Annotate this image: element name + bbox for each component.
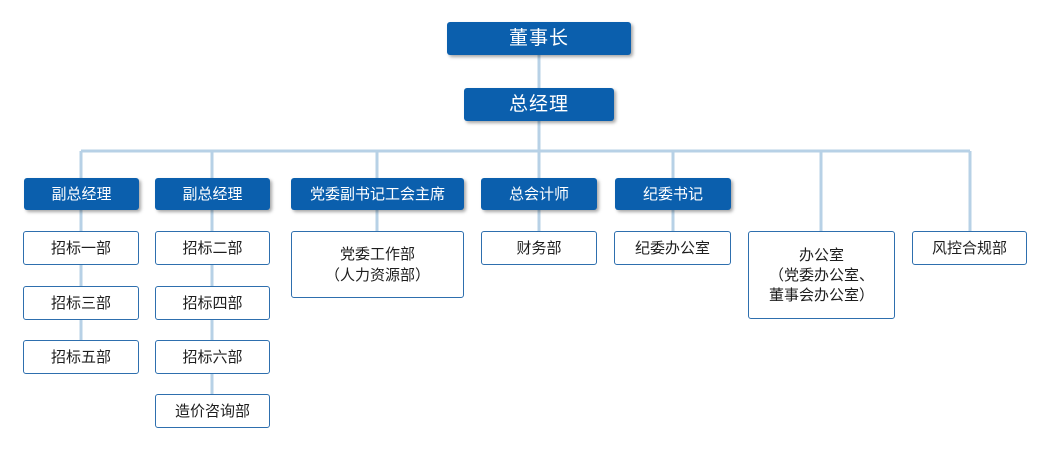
dept-bidding-1[interactable]: 招标一部 bbox=[23, 231, 139, 265]
dept-general-office-label: 办公室 （党委办公室、 董事会办公室） bbox=[768, 245, 874, 305]
general-manager-box[interactable]: 总经理 bbox=[464, 88, 614, 121]
dept-cost-consulting[interactable]: 造价咨询部 bbox=[155, 394, 270, 428]
party-deputy-secretary-label: 党委副书记工会主席 bbox=[309, 184, 445, 203]
general-manager-label: 总经理 bbox=[508, 92, 569, 115]
party-deputy-secretary-box[interactable]: 党委副书记工会主席 bbox=[291, 178, 464, 210]
discipline-secretary-box[interactable]: 纪委书记 bbox=[615, 178, 731, 210]
dept-bidding-6[interactable]: 招标六部 bbox=[155, 340, 270, 374]
dept-bidding-2-label: 招标二部 bbox=[182, 238, 243, 257]
dept-bidding-4-label: 招标四部 bbox=[182, 293, 243, 312]
deputy-gm-2-box[interactable]: 副总经理 bbox=[155, 178, 270, 210]
chief-accountant-label: 总会计师 bbox=[508, 184, 569, 203]
chairman-label: 董事长 bbox=[508, 26, 569, 49]
dept-general-office[interactable]: 办公室 （党委办公室、 董事会办公室） bbox=[748, 231, 895, 319]
chairman-box[interactable]: 董事长 bbox=[447, 22, 631, 55]
dept-risk-compliance-label: 风控合规部 bbox=[931, 238, 1007, 257]
dept-bidding-3[interactable]: 招标三部 bbox=[23, 286, 139, 320]
dept-finance[interactable]: 财务部 bbox=[481, 231, 597, 265]
deputy-gm-2-label: 副总经理 bbox=[182, 184, 243, 203]
dept-discipline-office-label: 纪委办公室 bbox=[634, 238, 710, 257]
dept-party-work[interactable]: 党委工作部 （人力资源部） bbox=[291, 231, 464, 298]
deputy-gm-1-box[interactable]: 副总经理 bbox=[24, 178, 139, 210]
dept-bidding-2[interactable]: 招标二部 bbox=[155, 231, 270, 265]
dept-party-work-label: 党委工作部 （人力资源部） bbox=[324, 245, 430, 284]
dept-cost-consulting-label: 造价咨询部 bbox=[174, 401, 250, 420]
dept-bidding-1-label: 招标一部 bbox=[50, 238, 111, 257]
dept-risk-compliance[interactable]: 风控合规部 bbox=[912, 231, 1027, 265]
dept-bidding-3-label: 招标三部 bbox=[50, 293, 111, 312]
dept-bidding-4[interactable]: 招标四部 bbox=[155, 286, 270, 320]
discipline-secretary-label: 纪委书记 bbox=[642, 184, 703, 203]
dept-finance-label: 财务部 bbox=[516, 238, 562, 257]
chief-accountant-box[interactable]: 总会计师 bbox=[481, 178, 597, 210]
deputy-gm-1-label: 副总经理 bbox=[51, 184, 112, 203]
dept-bidding-5-label: 招标五部 bbox=[50, 347, 111, 366]
dept-bidding-6-label: 招标六部 bbox=[182, 347, 243, 366]
dept-bidding-5[interactable]: 招标五部 bbox=[23, 340, 139, 374]
dept-discipline-office[interactable]: 纪委办公室 bbox=[614, 231, 731, 265]
